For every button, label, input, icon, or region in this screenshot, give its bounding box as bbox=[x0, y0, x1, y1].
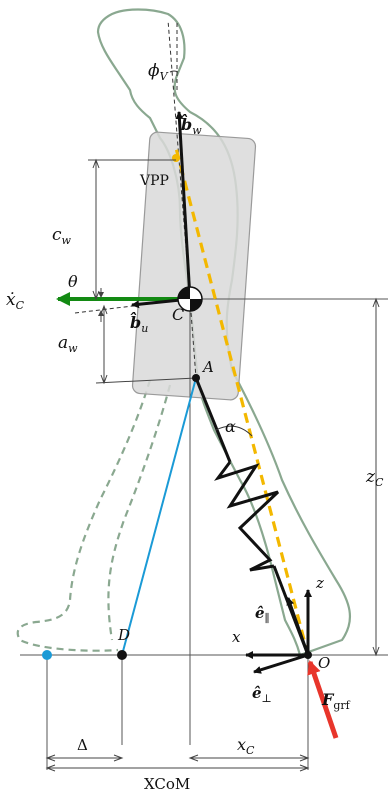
label-z: z bbox=[315, 574, 324, 592]
alpha-arc bbox=[215, 425, 253, 437]
stance-leg-spring bbox=[213, 461, 280, 572]
a-w-bottom-tick bbox=[95, 377, 197, 384]
label-x: x bbox=[232, 628, 241, 646]
phi-v-arc bbox=[169, 70, 179, 73]
label-delta: Δ bbox=[77, 736, 88, 754]
vpp-line bbox=[174, 147, 310, 656]
e-perp-vector bbox=[253, 653, 309, 674]
label-b-u: b̂u bbox=[130, 312, 148, 335]
label-c-w: cw bbox=[52, 225, 72, 247]
xcom-point bbox=[42, 650, 52, 660]
point-d bbox=[117, 650, 127, 660]
label-e-perp: ê⊥ bbox=[252, 684, 272, 705]
swing-leg-line bbox=[121, 377, 197, 656]
label-alpha: α bbox=[225, 417, 236, 436]
label-z-c: zC bbox=[365, 467, 384, 489]
swing-leg-outline bbox=[16, 379, 172, 652]
trunk-rectangle bbox=[131, 131, 257, 401]
trunk-axis-dashed bbox=[167, 19, 191, 300]
b-w-vector bbox=[175, 111, 192, 300]
label-d: D bbox=[117, 626, 130, 644]
label-vpp: VPP bbox=[139, 173, 169, 189]
c-to-a-dashed bbox=[189, 298, 197, 379]
label-theta: θ bbox=[68, 272, 78, 291]
label-a: A bbox=[201, 358, 214, 376]
stance-leg-upper bbox=[194, 377, 232, 463]
label-b-w: b̂w bbox=[181, 114, 202, 137]
e-par-vector bbox=[286, 597, 310, 656]
label-xcom: XCoM bbox=[144, 775, 190, 793]
point-a bbox=[192, 374, 200, 382]
label-o: O bbox=[318, 654, 330, 672]
label-x-dot-c: ẋC bbox=[6, 290, 25, 312]
label-x-c: xC bbox=[237, 735, 255, 757]
label-a-w: aw bbox=[58, 333, 78, 355]
point-o bbox=[304, 651, 312, 659]
label-e-par: ê∥ bbox=[255, 604, 270, 625]
label-c: C bbox=[172, 305, 184, 324]
vpp-point bbox=[172, 154, 180, 162]
com-symbol bbox=[177, 286, 203, 312]
label-phi-v: ϕV bbox=[148, 61, 169, 83]
label-f-grf: Fgrf bbox=[321, 690, 351, 712]
grf-arrow bbox=[307, 660, 339, 739]
